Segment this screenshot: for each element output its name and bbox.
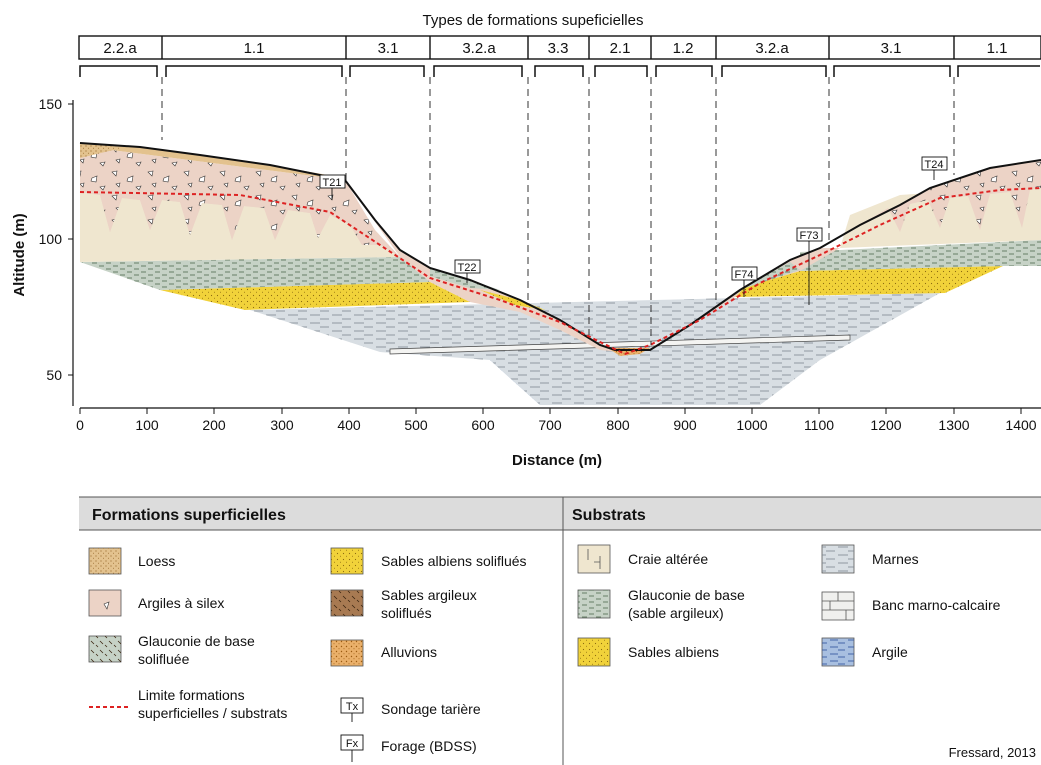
y-axis-label: Altitude (m) (11, 213, 28, 296)
segment-label: 1.1 (987, 40, 1008, 57)
legend-alluvions: Alluvions (381, 644, 437, 660)
x-tick-label: 500 (404, 417, 428, 433)
x-tick-label: 700 (538, 417, 562, 433)
legend: Formations superficielles Substrats Loes… (79, 496, 1041, 765)
x-tick-label: 200 (202, 417, 226, 433)
formation-type-strip: 2.2.a 1.1 3.1 3.2.a 3.3 2.1 1.2 3.2.a 3.… (78, 35, 1041, 60)
sondage-icon-label: Tx (346, 701, 359, 713)
x-tick-label: 1200 (870, 417, 901, 433)
x-tick-label: 600 (471, 417, 495, 433)
borehole-t24: T24 (925, 159, 944, 171)
borehole-markers: T21 T22 T24 F73 F74 (319, 156, 948, 305)
x-tick-label: 0 (76, 417, 84, 433)
segment-label: 2.2.a (103, 40, 137, 57)
x-tick-label: 1000 (736, 417, 767, 433)
x-tick-label: 300 (270, 417, 294, 433)
x-tick-label: 800 (606, 417, 630, 433)
legend-sables-argileux-2: soliflués (381, 605, 432, 621)
borehole-t22: T22 (458, 262, 477, 274)
segment-brackets (79, 65, 1040, 77)
x-tick-label: 1300 (938, 417, 969, 433)
legend-banc: Banc marno-calcaire (872, 597, 1001, 613)
legend-sables-albiens: Sables albiens (628, 644, 719, 660)
legend-glauconie-solifluee-2: solifluée (138, 651, 190, 667)
segment-label: 3.2.a (755, 40, 789, 57)
x-axis: 0 100 200 300 400 500 600 700 800 900 10… (76, 407, 1041, 469)
legend-left-title: Formations superficielles (92, 507, 286, 524)
legend-limite-2: superficielles / substrats (138, 705, 287, 721)
legend-marnes: Marnes (872, 551, 919, 567)
segment-label: 3.1 (881, 40, 902, 57)
legend-argiles-silex: Argiles à silex (138, 595, 224, 611)
x-tick-label: 900 (673, 417, 697, 433)
y-axis: 150 100 50 Altitude (m) (11, 96, 74, 406)
legend-forage: Forage (BDSS) (381, 738, 477, 754)
borehole-f73: F73 (800, 230, 819, 242)
x-tick-label: 100 (135, 417, 159, 433)
legend-argile: Argile (872, 644, 908, 660)
header-title: Types de formations supeficielles (423, 12, 644, 29)
segment-label: 1.1 (244, 40, 265, 57)
segment-label: 3.1 (378, 40, 399, 57)
legend-sables-argileux-1: Sables argileux (381, 587, 477, 603)
legend-glauconie-solifluee-1: Glauconie de base (138, 633, 255, 649)
segment-label: 3.3 (548, 40, 569, 57)
legend-glauconie-base-2: (sable argileux) (628, 605, 724, 621)
segment-boundaries (161, 77, 955, 345)
argiles-silex-swatch (88, 589, 122, 617)
x-axis-label: Distance (m) (512, 452, 602, 469)
forage-icon-label: Fx (346, 738, 359, 750)
borehole-f74: F74 (735, 269, 754, 281)
segment-label: 3.2.a (462, 40, 496, 57)
x-tick-label: 400 (337, 417, 361, 433)
borehole-t21: T21 (323, 177, 342, 189)
legend-limite-1: Limite formations (138, 687, 245, 703)
geologic-profile (79, 142, 1041, 405)
craie-swatch (577, 544, 611, 574)
y-tick-label: 50 (46, 367, 62, 383)
y-tick-label: 150 (39, 96, 63, 112)
legend-glauconie-base-1: Glauconie de base (628, 587, 745, 603)
legend-craie: Craie altérée (628, 551, 708, 567)
legend-sondage: Sondage tarière (381, 701, 481, 717)
segment-label: 1.2 (673, 40, 694, 57)
credit: Fressard, 2013 (949, 745, 1036, 760)
legend-loess: Loess (138, 553, 175, 569)
legend-sables-albiens-soliflues: Sables albiens soliflués (381, 553, 527, 569)
x-tick-label: 1400 (1005, 417, 1036, 433)
x-tick-label: 1100 (804, 417, 834, 433)
y-tick-label: 100 (39, 231, 63, 247)
segment-label: 2.1 (610, 40, 631, 57)
legend-right-title: Substrats (572, 507, 646, 524)
